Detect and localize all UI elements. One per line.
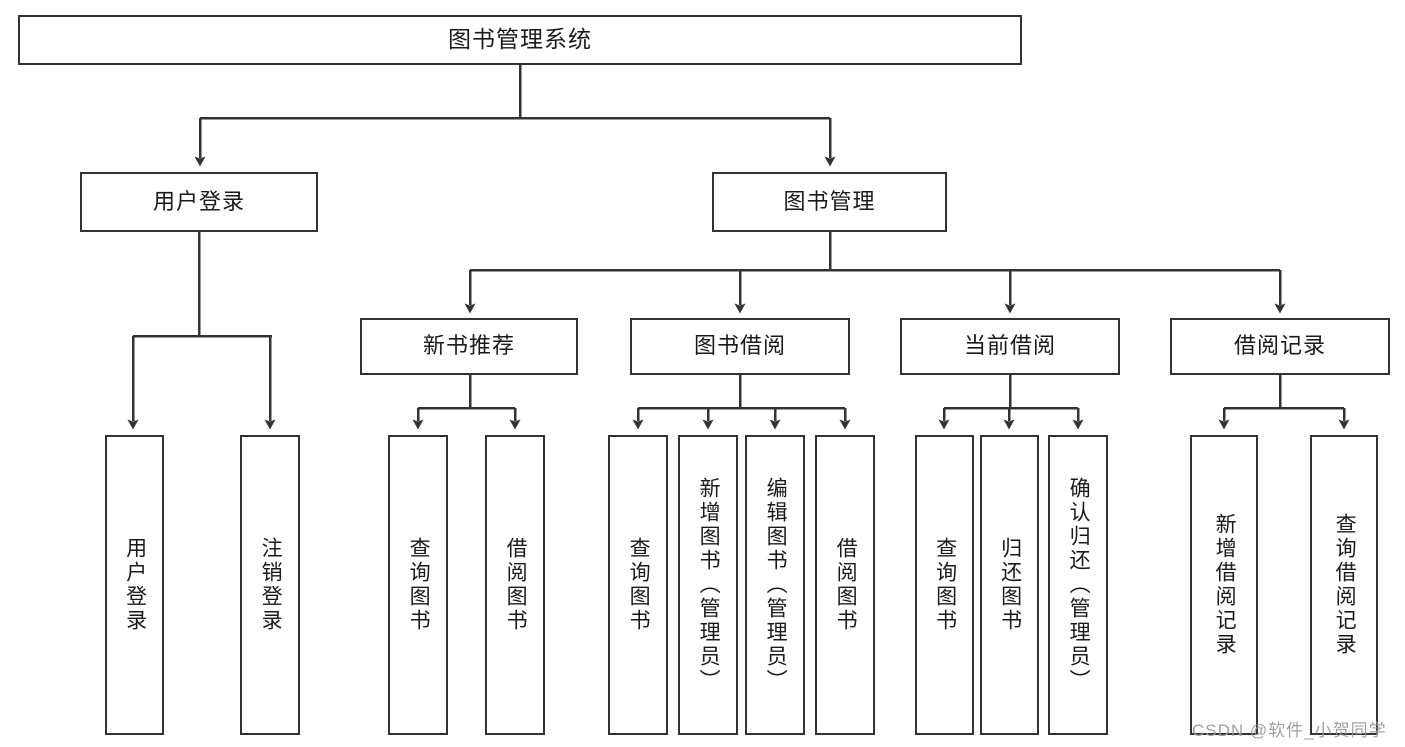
node-label: 新增图书（管理员） <box>697 477 721 693</box>
node-new-book-recommend[interactable]: 新书推荐 <box>360 318 578 375</box>
node-leaf-user-login[interactable]: 用户登录 <box>105 435 164 735</box>
node-label: 图书借阅 <box>693 333 786 359</box>
node-label: 图书管理 <box>783 188 876 214</box>
node-label: 用户登录 <box>123 537 147 633</box>
node-leaf-borrow-book-1[interactable]: 借阅图书 <box>485 435 545 735</box>
node-leaf-add-book-admin[interactable]: 新增图书（管理员） <box>678 435 738 735</box>
node-leaf-add-borrow-record[interactable]: 新增借阅记录 <box>1190 435 1258 735</box>
node-label: 当前借阅 <box>963 333 1056 359</box>
node-leaf-return-book[interactable]: 归还图书 <box>980 435 1039 735</box>
node-leaf-borrow-book-2[interactable]: 借阅图书 <box>815 435 875 735</box>
node-leaf-query-book-3[interactable]: 查询图书 <box>915 435 974 735</box>
node-label: 借阅记录 <box>1233 333 1326 359</box>
node-label: 归还图书 <box>998 537 1022 633</box>
node-label: 查询图书 <box>407 537 431 633</box>
node-label: 用户登录 <box>152 188 245 214</box>
node-current-borrow[interactable]: 当前借阅 <box>900 318 1120 375</box>
node-borrow-record[interactable]: 借阅记录 <box>1170 318 1390 375</box>
csdn-watermark: CSDN @软件_小贺同学 <box>1192 721 1387 740</box>
node-leaf-query-book-1[interactable]: 查询图书 <box>388 435 448 735</box>
node-book-borrow[interactable]: 图书借阅 <box>630 318 850 375</box>
node-leaf-confirm-return-admin[interactable]: 确认归还（管理员） <box>1048 435 1108 735</box>
node-label: 注销登录 <box>259 537 283 633</box>
node-label: 查询借阅记录 <box>1333 513 1357 657</box>
node-root-system[interactable]: 图书管理系统 <box>18 15 1022 65</box>
node-label: 借阅图书 <box>834 537 858 633</box>
node-user-login[interactable]: 用户登录 <box>80 172 318 232</box>
node-label: 借阅图书 <box>504 537 528 633</box>
node-leaf-query-borrow-record[interactable]: 查询借阅记录 <box>1310 435 1378 735</box>
node-label: 查询图书 <box>627 537 651 633</box>
node-label: 查询图书 <box>933 537 957 633</box>
node-leaf-query-book-2[interactable]: 查询图书 <box>608 435 668 735</box>
node-label: 图书管理系统 <box>448 26 592 53</box>
node-leaf-logout-login[interactable]: 注销登录 <box>240 435 300 735</box>
node-leaf-edit-book-admin[interactable]: 编辑图书（管理员） <box>745 435 805 735</box>
node-label: 确认归还（管理员） <box>1067 477 1091 693</box>
node-book-manage[interactable]: 图书管理 <box>712 172 947 232</box>
node-label: 编辑图书（管理员） <box>764 477 788 693</box>
node-label: 新增借阅记录 <box>1213 513 1237 657</box>
node-label: 新书推荐 <box>422 333 515 359</box>
